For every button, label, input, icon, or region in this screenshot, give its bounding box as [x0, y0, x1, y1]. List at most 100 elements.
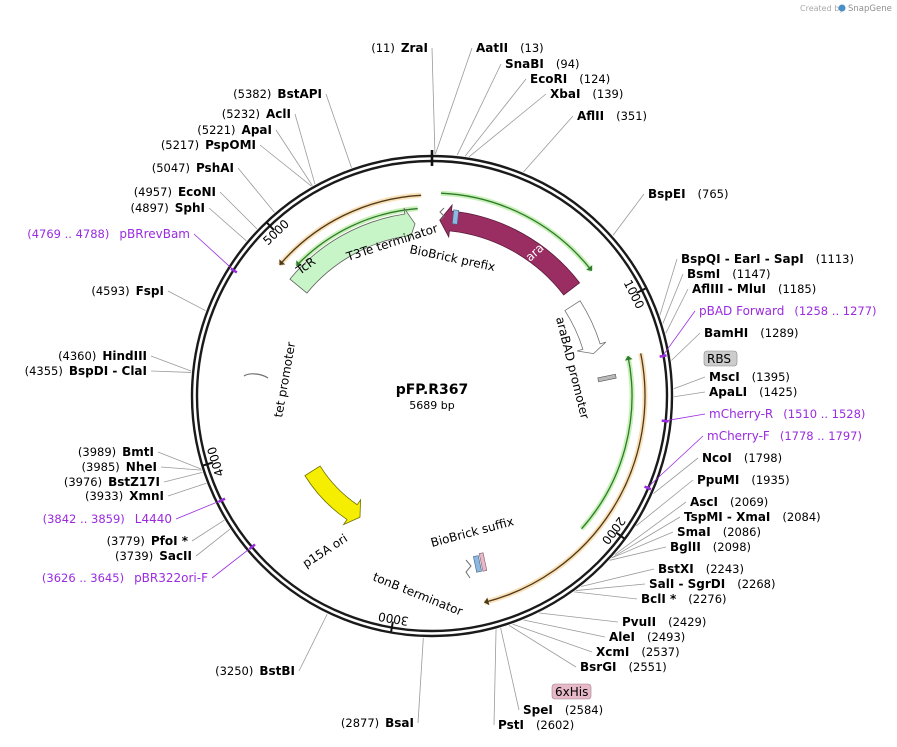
tcr-outer-orf-line[interactable]: [279, 194, 422, 266]
site-bsmi[interactable]: BsmI(1147): [687, 267, 771, 281]
site-xmni[interactable]: XmnI(3933): [85, 489, 164, 503]
leader-bspdi-clai: [150, 370, 192, 373]
site-bstxi[interactable]: BstXI(2243): [658, 562, 744, 576]
tcr-inner-orf-line[interactable]: [295, 207, 418, 267]
site-psti[interactable]: PstI(2602): [498, 718, 574, 732]
site-bsai[interactable]: BsaI(2877): [341, 716, 414, 730]
site-position: (4593): [91, 284, 129, 298]
site-acli[interactable]: AclI(5232): [222, 107, 291, 121]
leader-tspmi-xmai: [611, 516, 681, 558]
site-bspei[interactable]: BspEI(765): [648, 187, 728, 201]
site-bspdi-clai[interactable]: BspDI - ClaI(4355): [25, 364, 147, 378]
site-aatii[interactable]: AatII(13): [476, 41, 544, 55]
site-name: BamHI: [704, 326, 748, 340]
primer-range: (1258 .. 1277): [794, 304, 876, 318]
site-xbai[interactable]: XbaI(139): [550, 87, 623, 101]
site-tspmi-xmai[interactable]: TspMI - XmaI(2084): [684, 510, 821, 524]
site-sacii[interactable]: SacII(3739): [115, 549, 192, 563]
site-bmti[interactable]: BmtI(3989): [78, 445, 154, 459]
rbs-label: RBS: [707, 352, 731, 366]
site-pspomi[interactable]: PspOMI(5217): [161, 138, 256, 152]
site-fspi[interactable]: FspI(4593): [91, 284, 164, 298]
mcherry-inner-orf-line[interactable]: [581, 355, 633, 530]
primer-leader-mcherry-f: [646, 435, 704, 489]
leader-nhei: [160, 466, 202, 471]
site-sphi[interactable]: SphI(4897): [131, 201, 206, 215]
primer-mcherry-f[interactable]: mCherry-F(1778 .. 1797): [707, 429, 862, 443]
site-bsrgi[interactable]: BsrGI(2551): [580, 660, 667, 674]
mcherry-outer-orf-band: [483, 352, 648, 605]
site-ppumi[interactable]: PpuMI(1935): [697, 473, 790, 487]
site-xcmi[interactable]: XcmI(2537): [596, 645, 680, 659]
leader-bcli: [574, 591, 638, 600]
site-bstbi[interactable]: BstBI(3250): [215, 664, 295, 678]
site-ecori[interactable]: EcoRI(124): [530, 72, 610, 86]
strip-arrowhead: [296, 260, 302, 266]
primer-l4440[interactable]: L4440(3842 .. 3859): [43, 512, 172, 526]
mcherry-outer-orf-line[interactable]: [484, 353, 646, 604]
tonb-terminator-marker[interactable]: [465, 559, 472, 579]
t3te-terminator-marker[interactable]: [439, 207, 445, 221]
leader-apali: [673, 391, 706, 398]
site-name: ApaI: [242, 123, 272, 137]
site-bamhi[interactable]: BamHI (1289): [704, 326, 799, 340]
primer-pbrrevbam[interactable]: pBRrevBam(4769 .. 4788): [27, 227, 190, 241]
site-name: AatII: [476, 41, 508, 55]
site-apali[interactable]: ApaLI(1425): [709, 385, 797, 399]
site-zrai[interactable]: ZraI(11): [371, 41, 428, 55]
site-position: (1147): [732, 267, 770, 281]
site-bstapi[interactable]: BstAPI(5382): [233, 87, 322, 101]
leader-pspomi: [259, 144, 312, 187]
site-snabi[interactable]: SnaBI(94): [505, 57, 580, 71]
site-name: EcoRI: [530, 72, 567, 86]
site-pshai[interactable]: PshAI(5047): [152, 161, 234, 175]
site-nhei[interactable]: NheI(3985): [82, 460, 157, 474]
feature-arac-arrow[interactable]: [439, 203, 581, 296]
biobrick-suffix-marker[interactable]: [473, 555, 482, 573]
site-msci[interactable]: MscI(1395): [709, 370, 790, 384]
site-bspqi-eari-sapi[interactable]: BspQI - EarI - SapI(1113): [681, 252, 854, 266]
site-position: (1289): [760, 326, 798, 340]
feature-p15a-ori-arrow[interactable]: [304, 465, 362, 526]
site-alei[interactable]: AleI(2493): [609, 630, 685, 644]
leader-bsrgi: [508, 625, 577, 668]
site-bcli[interactable]: BclI *(2276): [641, 592, 727, 606]
site-aflii[interactable]: AflII(351): [577, 109, 647, 123]
primer-mcherry-r[interactable]: mCherry-R(1510 .. 1528): [709, 407, 865, 421]
site-hindiii[interactable]: HindIII(4360): [58, 349, 147, 363]
rbs-marker[interactable]: [597, 373, 617, 383]
site-sali-sgrdi[interactable]: SalI - SgrDI(2268): [649, 577, 775, 591]
leader-xcmi: [512, 623, 593, 653]
tick-4000: [203, 461, 214, 467]
site-asci[interactable]: AscI(2069): [690, 495, 768, 509]
site-afliii-mlui[interactable]: AflIII - MluI(1185): [692, 282, 816, 296]
his-tag-marker[interactable]: [478, 552, 488, 572]
site-position: (1798): [744, 451, 782, 465]
site-position: (3989): [78, 445, 116, 459]
tet-promoter-marker[interactable]: [243, 373, 269, 379]
site-econi[interactable]: EcoNI(4957): [134, 185, 216, 199]
site-name: MscI: [709, 370, 740, 384]
arac-orf-line[interactable]: [440, 192, 593, 272]
primer-pbr322ori-f[interactable]: pBR322ori-F(3626 .. 3645): [42, 571, 208, 585]
feature-arabad-promoter-arrow[interactable]: [564, 300, 607, 355]
leader-bstapi: [325, 93, 352, 168]
site-ncoi[interactable]: NcoI(1798): [702, 451, 782, 465]
site-apai[interactable]: ApaI(5221): [197, 123, 272, 137]
site-bstz17i[interactable]: BstZ17I(3976): [64, 475, 160, 489]
site-position: (5217): [161, 138, 199, 152]
biobrick-prefix-marker[interactable]: [451, 209, 460, 225]
site-pfoi[interactable]: PfoI *(3779): [107, 534, 189, 548]
site-pvuii[interactable]: PvuII(2429): [622, 615, 706, 629]
plasmid-name: pFP.R367: [396, 382, 469, 398]
site-name: SmaI: [677, 525, 711, 539]
site-bglii[interactable]: BglII(2098): [670, 540, 751, 554]
feature-tcr-arrow[interactable]: [289, 207, 416, 294]
site-position: (2877): [341, 716, 379, 730]
site-position: (4355): [25, 364, 63, 378]
site-name: BstXI: [658, 562, 694, 576]
site-spei[interactable]: SpeI(2584): [523, 703, 603, 717]
primer-pbad-forward[interactable]: pBAD Forward(1258 .. 1277): [699, 304, 877, 318]
site-smai[interactable]: SmaI(2086): [677, 525, 761, 539]
